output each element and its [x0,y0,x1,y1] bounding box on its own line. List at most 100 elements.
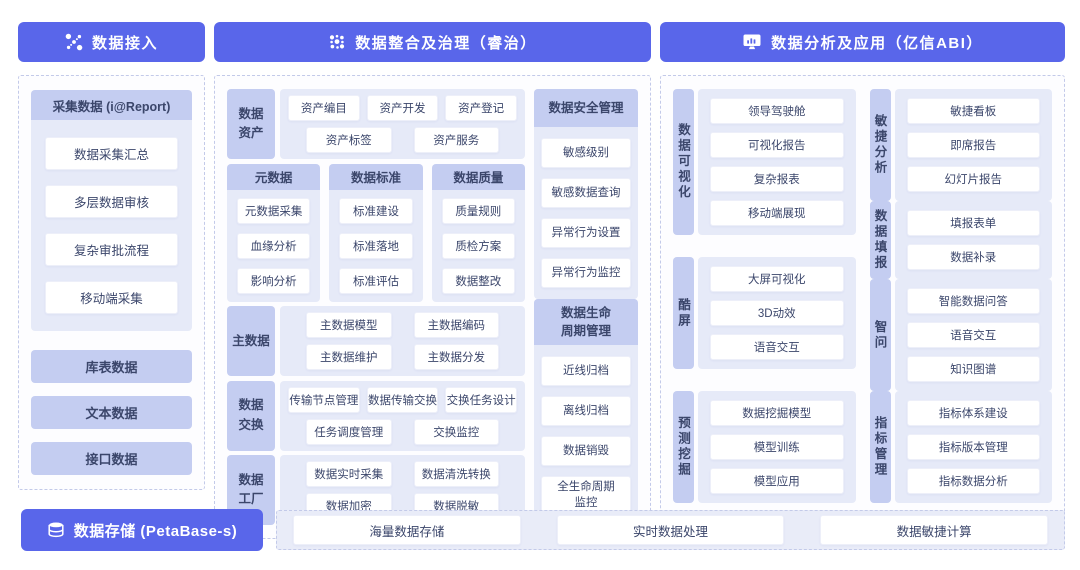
module-box: 异常行为设置 [541,218,631,248]
group-label: 酷屏 [673,257,694,369]
source-box: 接口数据 [31,442,192,475]
mining-group: 预测挖掘 数据挖掘模型 模型训练 模型应用 [673,391,856,503]
module-box: 资产开发 [366,95,439,121]
module-box: 数据实时采集 [306,461,392,488]
header-governance: 数据整合及治理（睿治） [214,22,651,62]
module-box: 资产编目 [288,95,360,121]
meta-group: 元数据 元数据采集 血缘分析 影响分析 [227,163,321,302]
header-label: 数据整合及治理（睿治） [355,34,537,52]
security-group: 数据安全管理 敏感级别 敏感数据查询 异常行为设置 异常行为监控 [534,89,638,299]
module-box: 语音交互 [906,322,1040,348]
module-box: 质检方案 [441,232,515,259]
collect-group: 采集数据 (i@Report) 数据采集汇总 多层数据审核 复杂审批流程 移动端… [31,90,192,331]
database-icon [48,522,64,538]
group-label: 主数据 [227,306,275,377]
module-box: 敏感数据查询 [541,178,631,208]
factory-group: 数据 工厂 数据实时采集 数据清洗转换 数据加密 数据脱敏 [227,455,525,526]
group-title: 数据质量 [431,163,525,190]
module-box: 交换监控 [413,418,499,445]
module-box: 实时数据处理 [556,515,785,545]
module-box: 标准评估 [339,267,413,294]
module-box: 大屏可视化 [710,266,844,292]
data-filling-group: 数据填报 填报表单 数据补录 [869,201,1052,279]
master-data-group: 主数据 主数据模型 主数据编码 主数据维护 主数据分发 [227,306,525,377]
indicator-group: 指标管理 指标体系建设 指标版本管理 指标数据分析 [869,391,1052,503]
module-box: 交换任务设计 [445,386,518,413]
group-label: 敏捷分析 [869,89,891,201]
module-box: 移动端采集 [45,281,178,314]
storage-row: 数据存储 (PetaBase-s) 海量数据存储 实时数据处理 数据敏捷计算 [18,508,1065,552]
module-box: 幻灯片报告 [906,166,1040,192]
coolscreen-group: 酷屏 大屏可视化 3D动效 语音交互 [673,257,856,369]
analysis-right-column: 敏捷分析 敏捷看板 即席报告 幻灯片报告 数据填报 填报表单 数据补录 [869,89,1052,503]
module-box: 主数据维护 [306,344,392,371]
header-data-storage: 数据存储 (PetaBase-s) [21,509,263,551]
visualization-group: 数据可视化 领导驾驶舱 可视化报告 复杂报表 移动端展现 [673,89,856,235]
module-box: 任务调度管理 [306,418,392,445]
group-label: 数据填报 [869,201,891,279]
governance-main: 数据 资产 资产编目 资产开发 资产登记 资产标签 资产服务 [227,89,525,526]
source-box: 库表数据 [31,350,192,383]
module-box: 模型训练 [710,434,844,460]
module-box: 数据采集汇总 [45,137,178,170]
governance-side: 数据安全管理 敏感级别 敏感数据查询 异常行为设置 异常行为监控 数据生命 周期… [534,89,638,526]
header-label: 数据接入 [91,34,158,52]
module-box: 数据传输交换 [366,386,439,413]
collect-group-title: 采集数据 (i@Report) [31,90,192,120]
group-label: 智问 [869,279,891,391]
analysis-left-column: 数据可视化 领导驾驶舱 可视化报告 复杂报表 移动端展现 酷屏 大屏可视化 3D… [673,89,856,503]
module-box: 数据补录 [906,244,1040,270]
panel-data-access: 采集数据 (i@Report) 数据采集汇总 多层数据审核 复杂审批流程 移动端… [18,75,205,490]
module-box: 资产标签 [306,127,392,153]
module-box: 3D动效 [710,300,844,326]
module-box: 敏感级别 [541,138,631,168]
module-box: 数据挖掘模型 [710,400,844,426]
group-label: 数据 交换 [227,380,275,451]
module-box: 指标数据分析 [906,468,1040,494]
monitor-chart-icon [743,34,761,50]
module-box: 资产服务 [413,127,499,153]
module-box: 近线归档 [541,356,631,387]
lifecycle-group: 数据生命 周期管理 近线归档 离线归档 数据销毁 全生命周期 监控 [534,299,638,526]
module-box: 知识图谱 [906,356,1040,382]
agile-analysis-group: 敏捷分析 敏捷看板 即席报告 幻灯片报告 [869,89,1052,201]
source-boxes: 库表数据 文本数据 接口数据 [31,350,192,475]
module-box: 模型应用 [710,468,844,494]
top-area: 数据接入 采集数据 (i@Report) 数据采集汇总 多层数据审核 复杂审批流… [18,22,1065,540]
panel-storage: 海量数据存储 实时数据处理 数据敏捷计算 [276,510,1065,550]
column-analysis: 数据分析及应用（亿信ABI） 数据可视化 领导驾驶舱 可视化报告 复杂报表 移动… [660,22,1065,517]
dots-cluster-icon [330,34,345,49]
group-label: 数据可视化 [673,89,694,235]
module-box: 主数据编码 [413,312,499,339]
group-body: 资产编目 资产开发 资产登记 资产标签 资产服务 [280,89,525,159]
module-box: 复杂报表 [710,166,844,192]
module-box: 敏捷看板 [906,98,1040,124]
module-box: 标准落地 [339,232,413,259]
module-box: 主数据分发 [413,344,499,371]
module-box: 语音交互 [710,334,844,360]
module-box: 移动端展现 [710,200,844,226]
group-label: 预测挖掘 [673,391,694,503]
group-title: 元数据 [227,163,321,190]
module-box: 指标体系建设 [906,400,1040,426]
asset-group: 数据 资产 资产编目 资产开发 资产登记 资产标签 资产服务 [227,89,525,159]
network-dots-icon [65,33,83,51]
collect-group-body: 数据采集汇总 多层数据审核 复杂审批流程 移动端采集 [31,120,192,331]
module-box: 即席报告 [906,132,1040,158]
header-analysis: 数据分析及应用（亿信ABI） [660,22,1065,62]
module-box: 数据整改 [441,267,515,294]
panel-analysis: 数据可视化 领导驾驶舱 可视化报告 复杂报表 移动端展现 酷屏 大屏可视化 3D… [660,75,1065,517]
smart-qa-group: 智问 智能数据问答 语音交互 知识图谱 [869,279,1052,391]
group-title: 数据生命 周期管理 [534,299,638,346]
group-label: 数据 资产 [227,89,275,159]
module-box: 血缘分析 [237,232,311,259]
group-label: 指标管理 [869,391,891,503]
module-box: 多层数据审核 [45,185,178,218]
module-box: 异常行为监控 [541,258,631,288]
module-box: 智能数据问答 [906,288,1040,314]
header-label: 数据存储 (PetaBase-s) [73,522,238,540]
module-box: 质量规则 [441,197,515,224]
group-title: 数据标准 [329,163,423,190]
module-box: 影响分析 [237,267,311,294]
